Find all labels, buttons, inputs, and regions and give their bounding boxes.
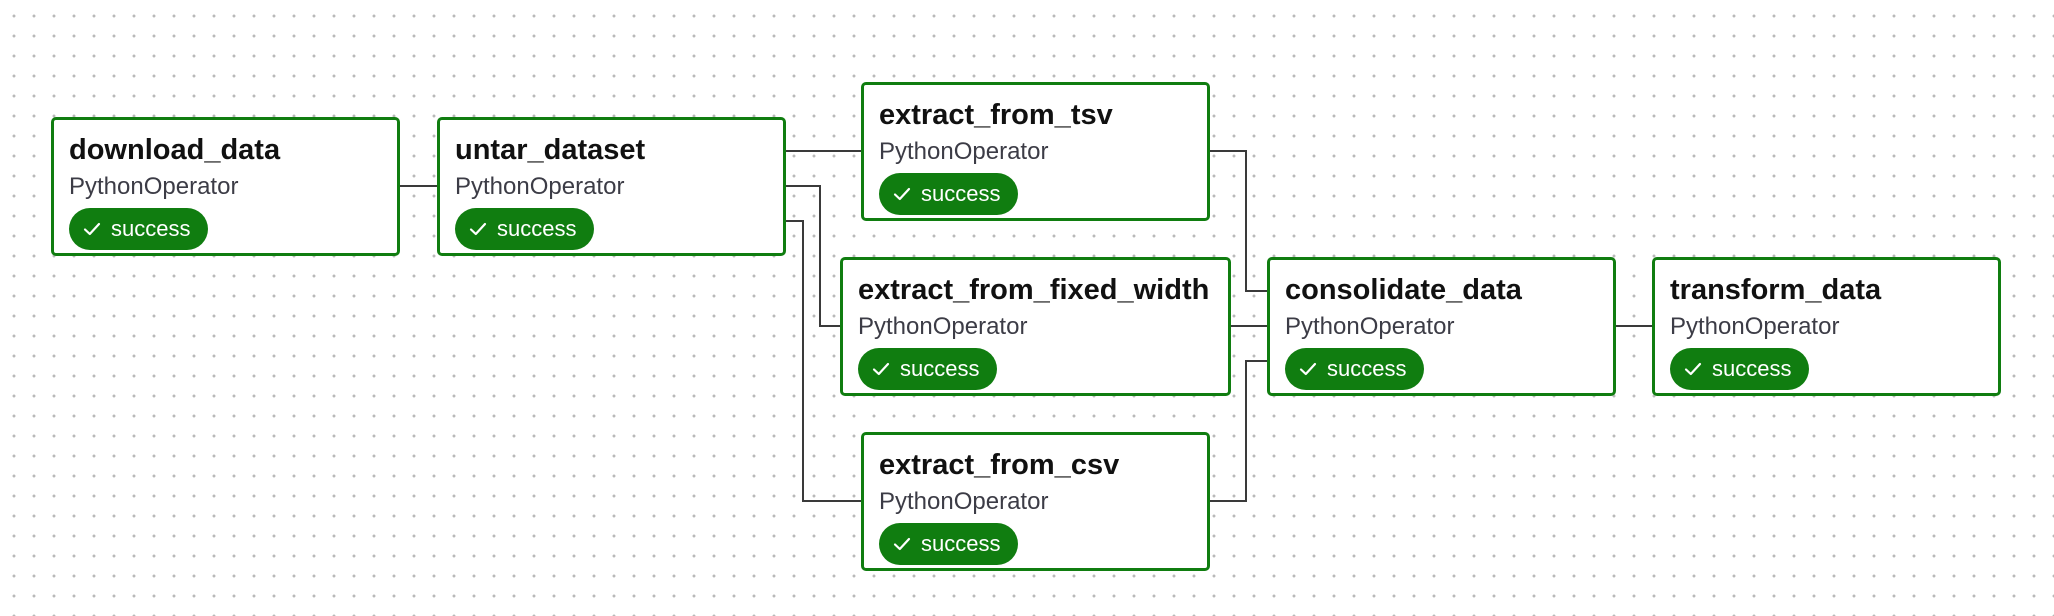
status-label: success: [921, 181, 1001, 206]
task-name: untar_dataset: [455, 134, 646, 166]
operator-label: PythonOperator: [69, 173, 239, 200]
status-label: success: [900, 356, 980, 381]
status-badge: success: [1670, 348, 1810, 390]
task-name: extract_from_csv: [879, 449, 1120, 481]
check-icon: [1299, 362, 1317, 376]
status-label: success: [111, 216, 191, 241]
status-badge: success: [455, 208, 595, 250]
operator-label: PythonOperator: [1670, 313, 1840, 340]
task-name: extract_from_fixed_width: [858, 274, 1210, 306]
task-name: consolidate_data: [1285, 274, 1522, 306]
operator-label: PythonOperator: [879, 138, 1049, 165]
check-icon: [83, 222, 101, 236]
task-node-extract-from-tsv[interactable]: extract_from_tsv PythonOperator success: [861, 82, 1210, 221]
status-badge: success: [879, 173, 1019, 215]
status-badge: success: [858, 348, 998, 390]
status-label: success: [921, 531, 1001, 556]
check-icon: [893, 187, 911, 201]
status-label: success: [1712, 356, 1792, 381]
check-icon: [893, 537, 911, 551]
check-icon: [872, 362, 890, 376]
status-badge: success: [69, 208, 209, 250]
task-node-extract-from-csv[interactable]: extract_from_csv PythonOperator success: [861, 432, 1210, 571]
check-icon: [469, 222, 487, 236]
task-name: download_data: [69, 134, 281, 166]
task-node-untar-dataset[interactable]: untar_dataset PythonOperator success: [437, 117, 786, 256]
task-name: transform_data: [1670, 274, 1882, 306]
task-node-download-data[interactable]: download_data PythonOperator success: [51, 117, 400, 256]
status-label: success: [1327, 356, 1407, 381]
task-node-extract-from-fixed-width[interactable]: extract_from_fixed_width PythonOperator …: [840, 257, 1231, 396]
task-node-transform-data[interactable]: transform_data PythonOperator success: [1652, 257, 2001, 396]
operator-label: PythonOperator: [879, 488, 1049, 515]
task-name: extract_from_tsv: [879, 99, 1113, 131]
status-badge: success: [1285, 348, 1425, 390]
operator-label: PythonOperator: [858, 313, 1028, 340]
edge-untar-dataset-to-extract-from-fixed-width: [786, 185, 840, 327]
operator-label: PythonOperator: [455, 173, 625, 200]
status-badge: success: [879, 523, 1019, 565]
check-icon: [1684, 362, 1702, 376]
status-label: success: [497, 216, 577, 241]
task-node-consolidate-data[interactable]: consolidate_data PythonOperator success: [1267, 257, 1616, 396]
operator-label: PythonOperator: [1285, 313, 1455, 340]
